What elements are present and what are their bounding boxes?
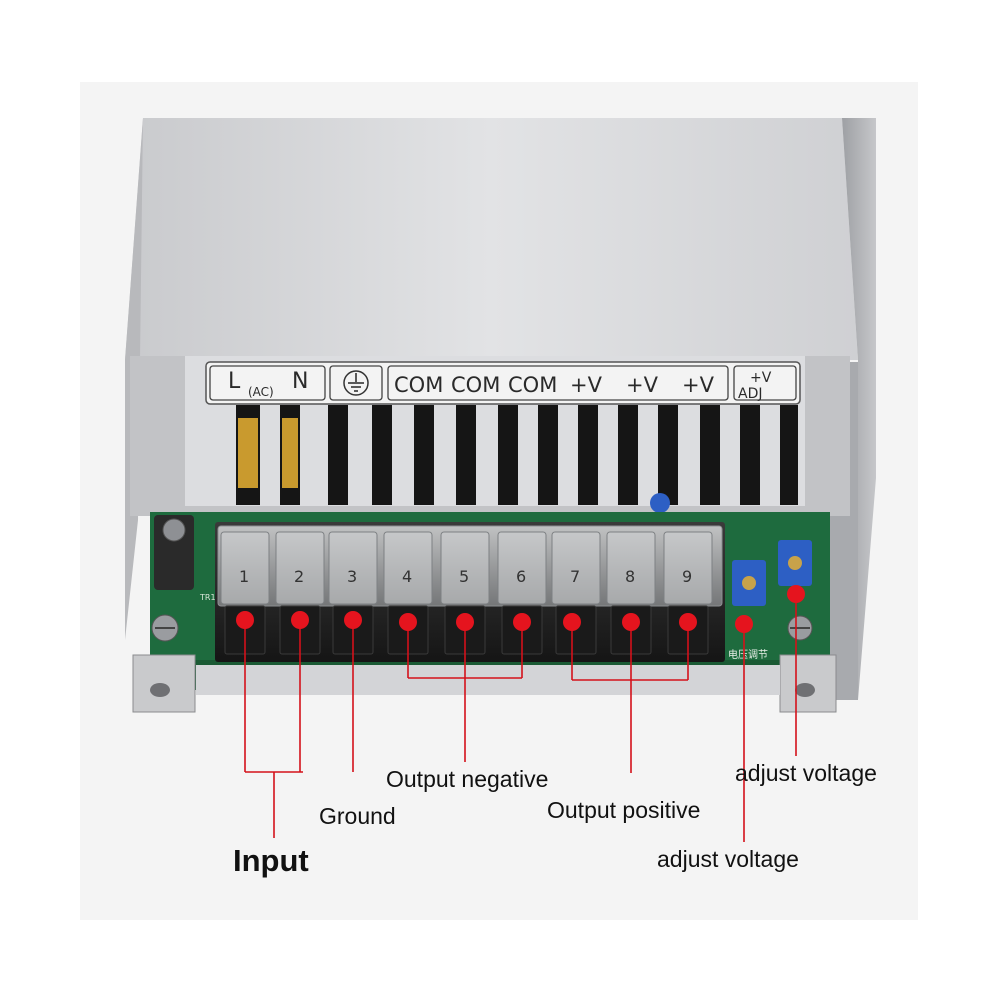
red-marker-8 xyxy=(622,613,640,631)
red-marker-1 xyxy=(236,611,254,629)
red-marker-7 xyxy=(563,613,581,631)
red-marker-3 xyxy=(344,611,362,629)
terminal-number-9: 9 xyxy=(682,567,692,586)
pcb-tr-label: TR1 xyxy=(199,593,216,602)
red-marker-9 xyxy=(679,613,697,631)
label-vplus-3: +V xyxy=(682,373,715,397)
label-com-1: COM xyxy=(394,373,443,397)
terminal-label-strip: L (AC) N COM COM COM +V +V +V +V ADJ xyxy=(205,361,801,405)
terminal-number-8: 8 xyxy=(625,567,635,586)
terminal-cell xyxy=(440,531,490,605)
label-L: L xyxy=(228,369,241,394)
terminal-cell xyxy=(551,531,601,605)
red-terminal-markers xyxy=(236,585,805,633)
label-ac: (AC) xyxy=(248,385,274,399)
terminal-cell xyxy=(220,531,270,605)
red-marker-5 xyxy=(456,613,474,631)
red-marker-10 xyxy=(735,615,753,633)
label-adj: ADJ xyxy=(738,386,763,402)
terminal-number-1: 1 xyxy=(239,567,249,586)
label-vplus-2: +V xyxy=(626,373,659,397)
annotation-ground: Ground xyxy=(319,803,396,829)
label-adj-vplus: +V xyxy=(750,370,772,386)
annotation-output-negative: Output negative xyxy=(386,766,549,792)
terminal-cell xyxy=(606,531,656,605)
annotation-adjust-voltage-bottom: adjust voltage xyxy=(657,846,799,872)
leader-lines xyxy=(244,596,797,842)
red-marker-11 xyxy=(787,585,805,603)
label-com-3: COM xyxy=(508,373,557,397)
terminal-number-4: 4 xyxy=(402,567,412,586)
annotation-input: Input xyxy=(233,843,309,878)
label-com-2: COM xyxy=(451,373,500,397)
ground-symbol-icon xyxy=(343,370,369,396)
annotation-adjust-voltage-top: adjust voltage xyxy=(735,760,877,786)
annotation-output-positive: Output positive xyxy=(547,797,701,823)
terminal-number-6: 6 xyxy=(516,567,526,586)
terminal-number-3: 3 xyxy=(347,567,357,586)
pcb-screws xyxy=(151,515,813,642)
terminal-number-5: 5 xyxy=(459,567,469,586)
trimmer-potentiometers xyxy=(732,540,812,606)
red-marker-2 xyxy=(291,611,309,629)
housing-right-side xyxy=(842,118,876,700)
terminal-number-7: 7 xyxy=(570,567,580,586)
terminal-cell xyxy=(663,531,713,605)
vent-slots xyxy=(236,405,798,513)
label-vplus-1: +V xyxy=(570,373,603,397)
label-N: N xyxy=(292,369,308,394)
housing-top xyxy=(125,118,858,360)
terminal-cell xyxy=(275,531,325,605)
terminal-cell xyxy=(328,531,378,605)
pcb-chinese-label: 电压调节 xyxy=(728,648,768,661)
red-marker-6 xyxy=(513,613,531,631)
terminal-number-2: 2 xyxy=(294,567,304,586)
terminal-cell xyxy=(497,531,547,605)
red-marker-4 xyxy=(399,613,417,631)
terminal-block: 1 2 3 4 5 6 7 8 9 xyxy=(215,522,725,662)
terminal-cell xyxy=(383,531,433,605)
